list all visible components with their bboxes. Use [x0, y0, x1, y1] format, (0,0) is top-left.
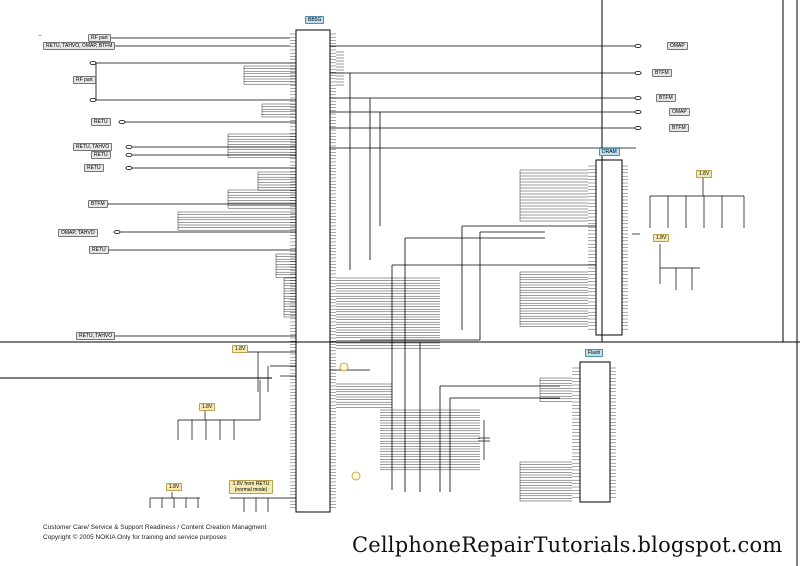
- flash-pin-rows: [572, 367, 616, 498]
- left-bus-bundles: [177, 65, 296, 318]
- retu-tahvo-label-2: RETU, TAHVO: [76, 332, 116, 340]
- omap-label-right-1: OMAP: [667, 42, 688, 50]
- voltage-label-top: 1.8V: [696, 170, 713, 178]
- btfm-label-right-1: BTFM: [652, 69, 672, 77]
- dram-chip-label: DRAM: [599, 148, 620, 156]
- flash-chip-label: Flash: [585, 349, 604, 357]
- power-rail-top-right: [632, 177, 745, 290]
- bb5g-pin-rows: [290, 33, 336, 508]
- btfm-label-right-3: BTFM: [669, 124, 689, 132]
- retu-label-3: RETU: [84, 164, 104, 172]
- voltage-label-left: 1.8V: [199, 403, 216, 411]
- retu-tahvo-omap-btfm-label: RETU, TAHVO, OMAP, BTFM: [43, 42, 116, 50]
- retu-label-2: RETU: [91, 151, 111, 159]
- connector-ends: [89, 36, 642, 338]
- btfm-label-left: BTFM: [88, 200, 108, 208]
- voltage-label-mid: 1.8V: [232, 345, 249, 353]
- power-rail-left: [177, 351, 296, 440]
- retu-label-1: RETU: [91, 118, 111, 126]
- flash-chip-outline: [579, 361, 611, 503]
- flash-aux-component: [478, 420, 490, 460]
- voltage-label-right: 1.8V: [653, 234, 670, 242]
- retu-tahvo-label-1: RETU, TAHVO: [73, 143, 113, 151]
- bb5g-chip-label: BB5G: [305, 16, 325, 24]
- marker-circles: [339, 362, 361, 481]
- dram-pin-rows: [588, 165, 628, 330]
- right-signal-lines: [330, 45, 636, 492]
- power-rail-bottom: [149, 492, 296, 512]
- dram-chip-outline: [595, 159, 623, 336]
- rf-part-label-2: RF part: [73, 76, 96, 84]
- voltage-label-bottom: 1.8V: [166, 483, 183, 491]
- watermark: CellphoneRepairTutorials.blogspot.com: [352, 533, 783, 557]
- voltage-label-retu: 1.8V from RETU (normal mode): [229, 480, 273, 494]
- omap-tahvo-label: OMAP, TAHVO: [58, 229, 98, 237]
- bb5g-chip-outline: [295, 29, 331, 513]
- rf-part-label: RF part: [88, 34, 111, 42]
- omap-label-right-2: OMAP: [669, 108, 690, 116]
- footer-line-1: Customer Care/ Service & Support Readine…: [43, 524, 267, 531]
- btfm-label-right-2: BTFM: [656, 94, 676, 102]
- right-bus-bundles: [336, 51, 588, 502]
- footer-line-2: Copyright © 2005 NOKIA Only for training…: [43, 534, 227, 541]
- retu-label-4: RETU: [89, 246, 109, 254]
